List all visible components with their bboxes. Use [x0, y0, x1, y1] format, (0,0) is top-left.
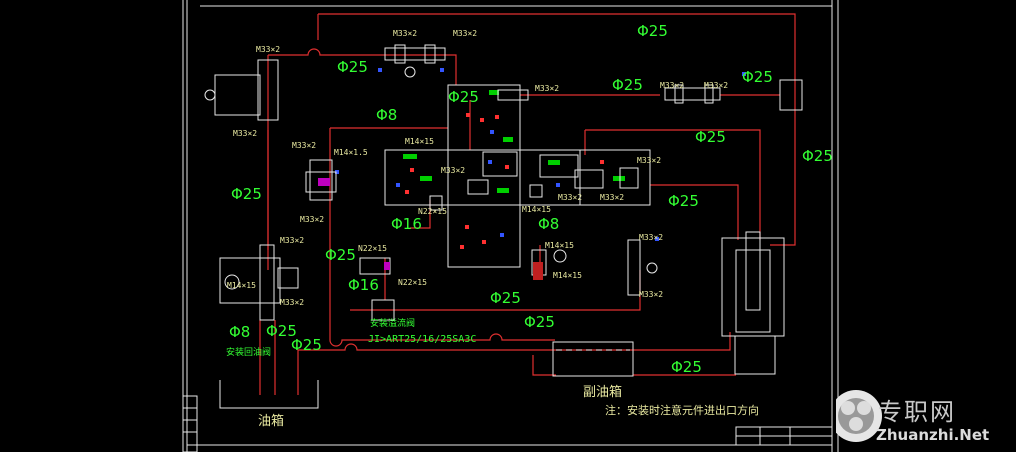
- label-m33: M33×2: [704, 81, 728, 90]
- label-phi25: Φ25: [490, 289, 521, 307]
- label-m14: M14×1.5: [334, 148, 368, 157]
- annotations: 油箱 副油箱 注：安装时注意元件进出口方向 安装回油阀 安装溢流阀 JI>ART…: [226, 317, 759, 429]
- label-n22: N22×15: [398, 278, 427, 287]
- cylinder: [721, 231, 785, 375]
- label-m33: M33×2: [637, 156, 661, 165]
- drawing-frame: [182, 0, 839, 452]
- label-m33: M33×2: [535, 84, 559, 93]
- label-phi25: Φ25: [742, 68, 773, 86]
- label-m14b: M14×15: [522, 205, 551, 214]
- label-m33: M33×2: [639, 290, 663, 299]
- manifold-blocks: [335, 68, 746, 268]
- label-phi8: Φ8: [538, 215, 559, 233]
- size-labels: Φ25 Φ25 Φ25 Φ25 Φ25 Φ25 Φ25 Φ25 Φ25 Φ25 …: [229, 22, 833, 376]
- pipe-network: [259, 13, 796, 395]
- label-phi25: Φ25: [671, 358, 702, 376]
- label-phi25: Φ25: [291, 336, 322, 354]
- watermark-logo-icon: [836, 390, 882, 442]
- relief-valve-label: 安装回油阀: [226, 346, 271, 358]
- label-n22: N22×15: [358, 244, 387, 253]
- label-m33: M33×2: [453, 29, 477, 38]
- thread-labels: M33×2 M33×2 M33×2 M33×2 M33×2 M33×2 M33×…: [227, 29, 728, 307]
- label-m33: M33×2: [256, 45, 280, 54]
- label-phi25: Φ25: [637, 22, 668, 40]
- label-m33: M33×2: [660, 81, 684, 90]
- label-n22: N22×15: [418, 207, 447, 216]
- label-m14b: M14×15: [405, 137, 434, 146]
- label-m33: M33×2: [292, 141, 316, 150]
- watermark-cn: 专职网: [878, 398, 956, 426]
- label-phi25: Φ25: [448, 88, 479, 106]
- label-m33: M33×2: [300, 215, 324, 224]
- label-phi8: Φ8: [376, 106, 397, 124]
- label-m33: M33×2: [393, 29, 417, 38]
- install-note: 注：安装时注意元件进出口方向: [605, 403, 759, 417]
- label-phi25: Φ25: [325, 246, 356, 264]
- label-phi25: Φ25: [266, 322, 297, 340]
- label-m33: M33×2: [639, 233, 663, 242]
- label-phi25: Φ25: [612, 76, 643, 94]
- fittings: [204, 44, 803, 321]
- oil-tank-label: 油箱: [258, 413, 284, 429]
- label-phi25: Φ25: [695, 128, 726, 146]
- label-phi25: Φ25: [668, 192, 699, 210]
- aux-tank-label: 副油箱: [583, 384, 622, 400]
- label-phi8: Φ8: [229, 323, 250, 341]
- label-m33: M33×2: [600, 193, 624, 202]
- label-phi25: Φ25: [337, 58, 368, 76]
- label-m14b: M14×15: [553, 271, 582, 280]
- adj-valve-label: 安装溢流阀: [370, 317, 415, 329]
- tanks: [219, 341, 634, 409]
- label-phi16: Φ16: [348, 276, 379, 294]
- label-m33: M33×2: [441, 166, 465, 175]
- label-m14b: M14×15: [227, 281, 256, 290]
- label-phi25: Φ25: [524, 313, 555, 331]
- label-phi25: Φ25: [231, 185, 262, 203]
- label-phi16: Φ16: [391, 215, 422, 233]
- label-m33: M33×2: [558, 193, 582, 202]
- label-m33: M33×2: [233, 129, 257, 138]
- label-m14b: M14×15: [545, 241, 574, 250]
- label-m33: M33×2: [280, 236, 304, 245]
- watermark-en: Zhuanzhi.Net: [876, 426, 990, 444]
- label-m33: M33×2: [280, 298, 304, 307]
- label-phi25: Φ25: [802, 147, 833, 165]
- model-label: JI>ART25/16/25SA3C: [368, 334, 476, 345]
